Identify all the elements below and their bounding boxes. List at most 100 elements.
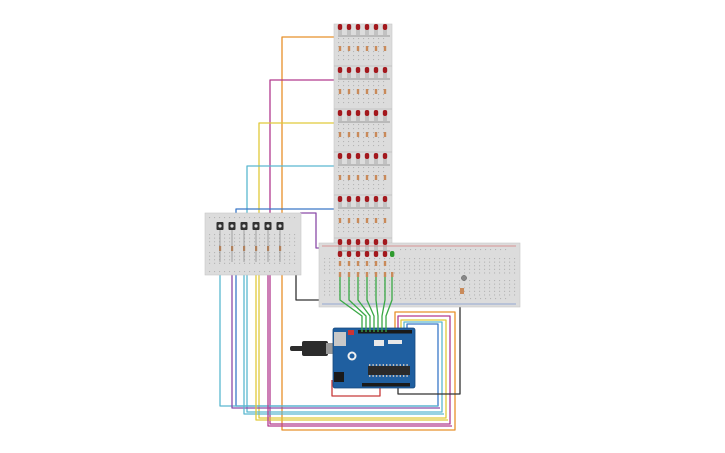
resistor-icon (374, 261, 378, 266)
breadboard-hole (383, 188, 385, 190)
breadboard-hole (394, 261, 396, 263)
breadboard-hole (334, 265, 336, 267)
usb-connector (326, 343, 334, 354)
breadboard-hole (410, 249, 412, 251)
breadboard-hole (368, 42, 370, 44)
breadboard-hole (269, 234, 271, 236)
breadboard-hole (334, 258, 336, 260)
breadboard-hole (348, 81, 350, 83)
wire-pot[interactable] (397, 290, 461, 395)
wire-magenta[interactable] (269, 79, 451, 425)
breadboard-hole (459, 268, 461, 270)
breadboard-hole (224, 244, 226, 246)
breadboard-hole (373, 85, 375, 87)
breadboard-hole (358, 94, 360, 96)
wire-column-green[interactable] (357, 277, 371, 332)
breadboard-hole (500, 298, 502, 300)
led-icon (346, 24, 352, 30)
breadboard-hole (329, 294, 331, 296)
breadboard-hole (274, 259, 276, 261)
led-icon (355, 251, 361, 257)
wire-cyan[interactable] (246, 165, 443, 413)
breadboard-hole (409, 294, 411, 296)
breadboard-hole (464, 283, 466, 285)
pushbutton-cap[interactable] (266, 224, 270, 228)
pushbutton-cap[interactable] (278, 224, 282, 228)
digital-header (358, 330, 412, 334)
wire-button-yellow[interactable] (255, 262, 448, 421)
breadboard-hole (489, 280, 491, 282)
wire-orange[interactable] (281, 36, 456, 431)
breadboard-hole (359, 268, 361, 270)
breadboard-hole (364, 287, 366, 289)
breadboard-hole (465, 298, 467, 300)
breadboard-hole (224, 271, 226, 273)
breadboard-hole (379, 265, 381, 267)
breadboard-hole (209, 234, 211, 236)
breadboard-hole (464, 272, 466, 274)
breadboard-hole (343, 223, 345, 225)
breadboard-hole (209, 217, 211, 219)
breadboard-hole (424, 261, 426, 263)
breadboard-hole (259, 271, 261, 273)
wire-column-green[interactable] (339, 277, 363, 332)
breadboard-hole (499, 283, 501, 285)
breadboard-hole (474, 261, 476, 263)
breadboard-hole (399, 290, 401, 292)
led-icon (346, 251, 352, 257)
breadboard-hole (239, 252, 241, 254)
breadboard-hole (449, 287, 451, 289)
breadboard-hole (484, 272, 486, 274)
wire-button-cyan[interactable] (219, 262, 438, 407)
breadboard-hole (373, 171, 375, 173)
resistor-icon (356, 46, 360, 51)
pushbutton-cap[interactable] (218, 224, 222, 228)
breadboard-hole (214, 271, 216, 273)
breadboard-hole (378, 137, 380, 139)
wire-column-green[interactable] (366, 277, 375, 332)
pushbutton-cap[interactable] (242, 224, 246, 228)
breadboard-hole (368, 124, 370, 126)
breadboard-hole (383, 167, 385, 169)
breadboard-hole (474, 290, 476, 292)
breadboard-hole (324, 268, 326, 270)
breadboard-hole (434, 287, 436, 289)
breadboard-hole (440, 249, 442, 251)
breadboard-hole (373, 59, 375, 61)
breadboard-hole (338, 231, 340, 233)
breadboard-hole (489, 268, 491, 270)
resistor-icon (356, 218, 360, 223)
wire-button-cyan-2[interactable] (243, 262, 444, 415)
wire-column-green[interactable] (385, 277, 393, 332)
pushbutton-cap[interactable] (230, 224, 234, 228)
breadboard-hole (369, 283, 371, 285)
breadboard-hole (404, 287, 406, 289)
chip-pin (392, 375, 395, 377)
breadboard-hole (499, 294, 501, 296)
wire-column-green[interactable] (348, 277, 367, 332)
wire-power[interactable] (331, 380, 381, 397)
wire-yellow[interactable] (258, 122, 447, 419)
breadboard-hole (509, 261, 511, 263)
reset-button[interactable] (348, 330, 354, 335)
wire-column-green[interactable] (381, 277, 386, 332)
potentiometer-icon[interactable] (461, 275, 467, 281)
pushbutton-cap[interactable] (254, 224, 258, 228)
wire-button-purple[interactable] (231, 262, 440, 409)
breadboard-hole (354, 265, 356, 267)
breadboard-hole (419, 283, 421, 285)
breadboard-hole (343, 42, 345, 44)
breadboard-hole (444, 258, 446, 260)
wire-column-green[interactable] (375, 277, 379, 332)
breadboard-hole (338, 167, 340, 169)
breadboard-hole (389, 290, 391, 292)
wire-button-magenta[interactable] (267, 262, 452, 427)
breadboard-hole (244, 217, 246, 219)
breadboard-hole (279, 237, 281, 239)
breadboard-hole (348, 223, 350, 225)
breadboard-hole (414, 272, 416, 274)
breadboard-hole (358, 137, 360, 139)
resistor-icon (347, 261, 351, 266)
